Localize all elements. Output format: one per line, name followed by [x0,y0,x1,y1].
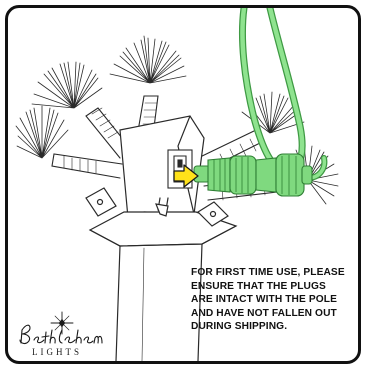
pole-shaft [116,244,202,361]
instruction-card: FOR FIRST TIME USE, PLEASE ENSURE THAT T… [5,5,361,364]
lights-wordmark: LIGHTS [32,347,82,357]
branch-tuft-top-center [110,36,186,83]
branch-tuft-top-left [32,62,102,108]
green-plug-connector [194,154,312,196]
branch-tuft-left [16,106,68,158]
bethlehem-lights-logo: LIGHTS [16,310,108,358]
bethlehem-script-mark [20,325,102,343]
green-cord [242,8,324,178]
instruction-text: FOR FIRST TIME USE, PLEASE ENSURE THAT T… [191,266,356,334]
